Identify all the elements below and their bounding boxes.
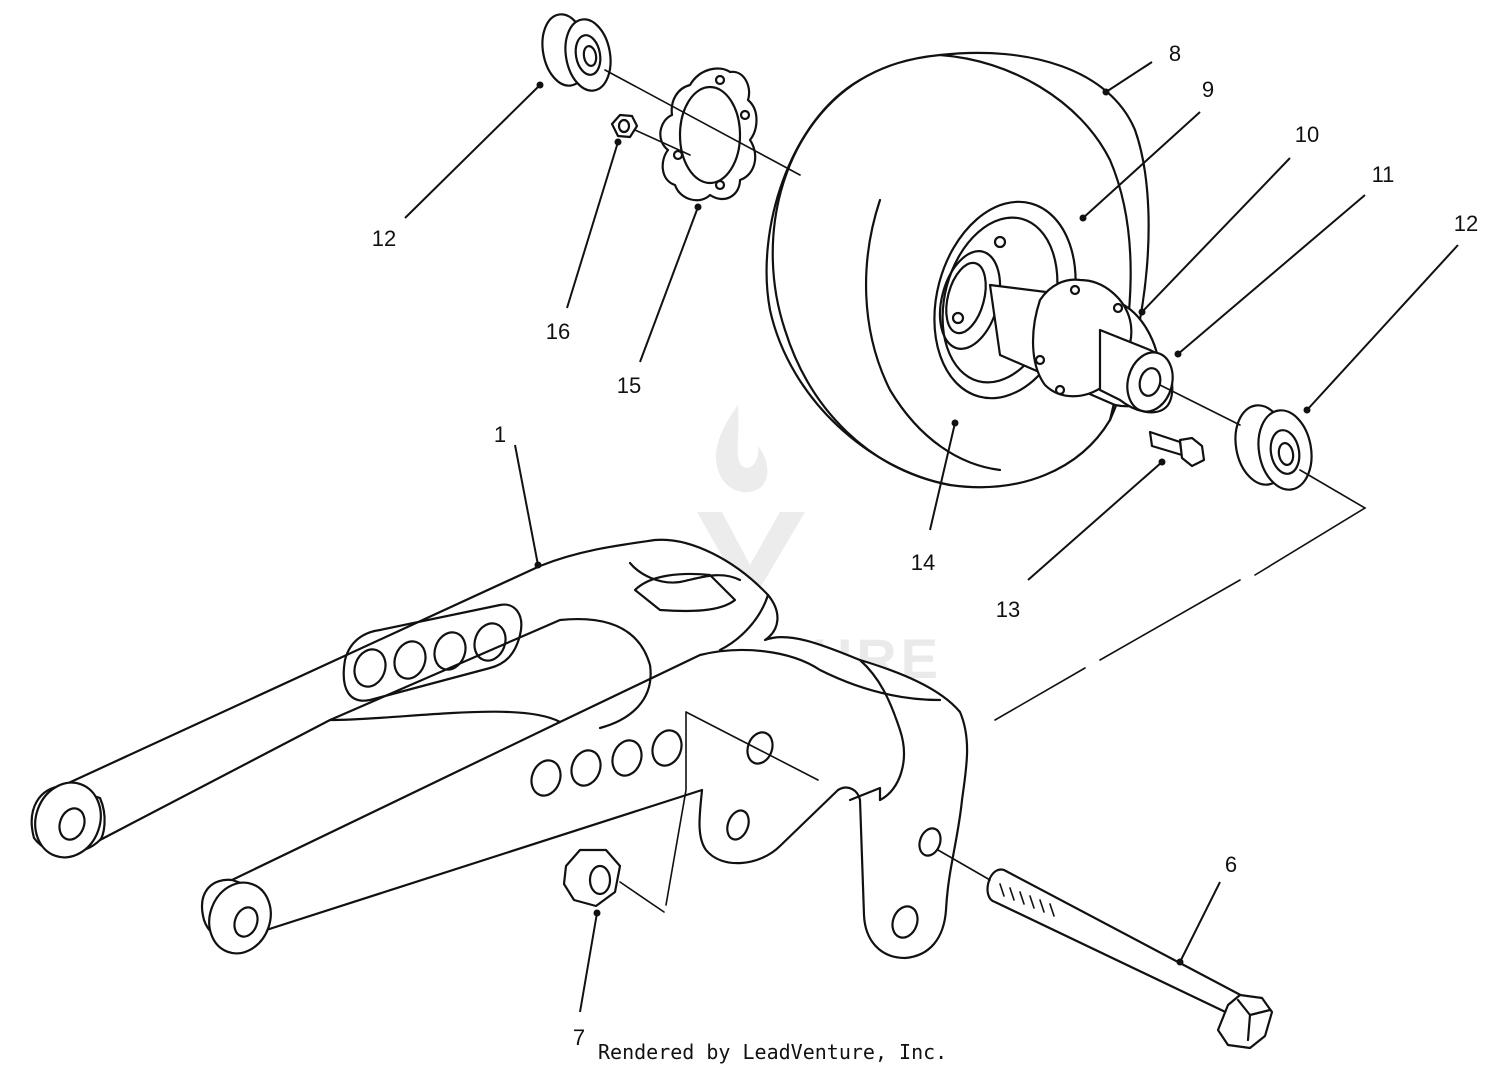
- bolt-small: [1148, 430, 1206, 468]
- callout-8: 8: [1169, 41, 1181, 66]
- bearing-top-left: [541, 13, 612, 92]
- callout-12b: 12: [1454, 211, 1478, 236]
- callout-9: 9: [1202, 77, 1214, 102]
- swing-arm-bracket: [30, 538, 969, 960]
- callout-labels: 1 6 7 8 9 10 11 12 12 13 14 15 16: [372, 41, 1478, 1050]
- assembly-centerlines: [604, 69, 1367, 913]
- callout-6: 6: [1225, 852, 1237, 877]
- callout-16: 16: [546, 319, 570, 344]
- bearing-right: [1234, 404, 1313, 491]
- nut-large: [562, 848, 622, 908]
- callout-14: 14: [911, 550, 935, 575]
- rendered-by-footer: Rendered by LeadVenture, Inc.: [598, 1040, 948, 1064]
- nut-small: [610, 113, 639, 139]
- callout-7: 7: [573, 1025, 585, 1050]
- callout-11: 11: [1372, 162, 1395, 187]
- callout-15: 15: [617, 373, 641, 398]
- bolt-long: [986, 868, 1274, 1050]
- callout-10: 10: [1295, 122, 1319, 147]
- callout-13: 13: [996, 597, 1020, 622]
- callout-12a: 12: [372, 226, 396, 251]
- callout-1: 1: [494, 422, 506, 447]
- flange-plate: [659, 67, 758, 202]
- axle-spindle: [988, 278, 1174, 414]
- callout-leaders: [404, 61, 1459, 1013]
